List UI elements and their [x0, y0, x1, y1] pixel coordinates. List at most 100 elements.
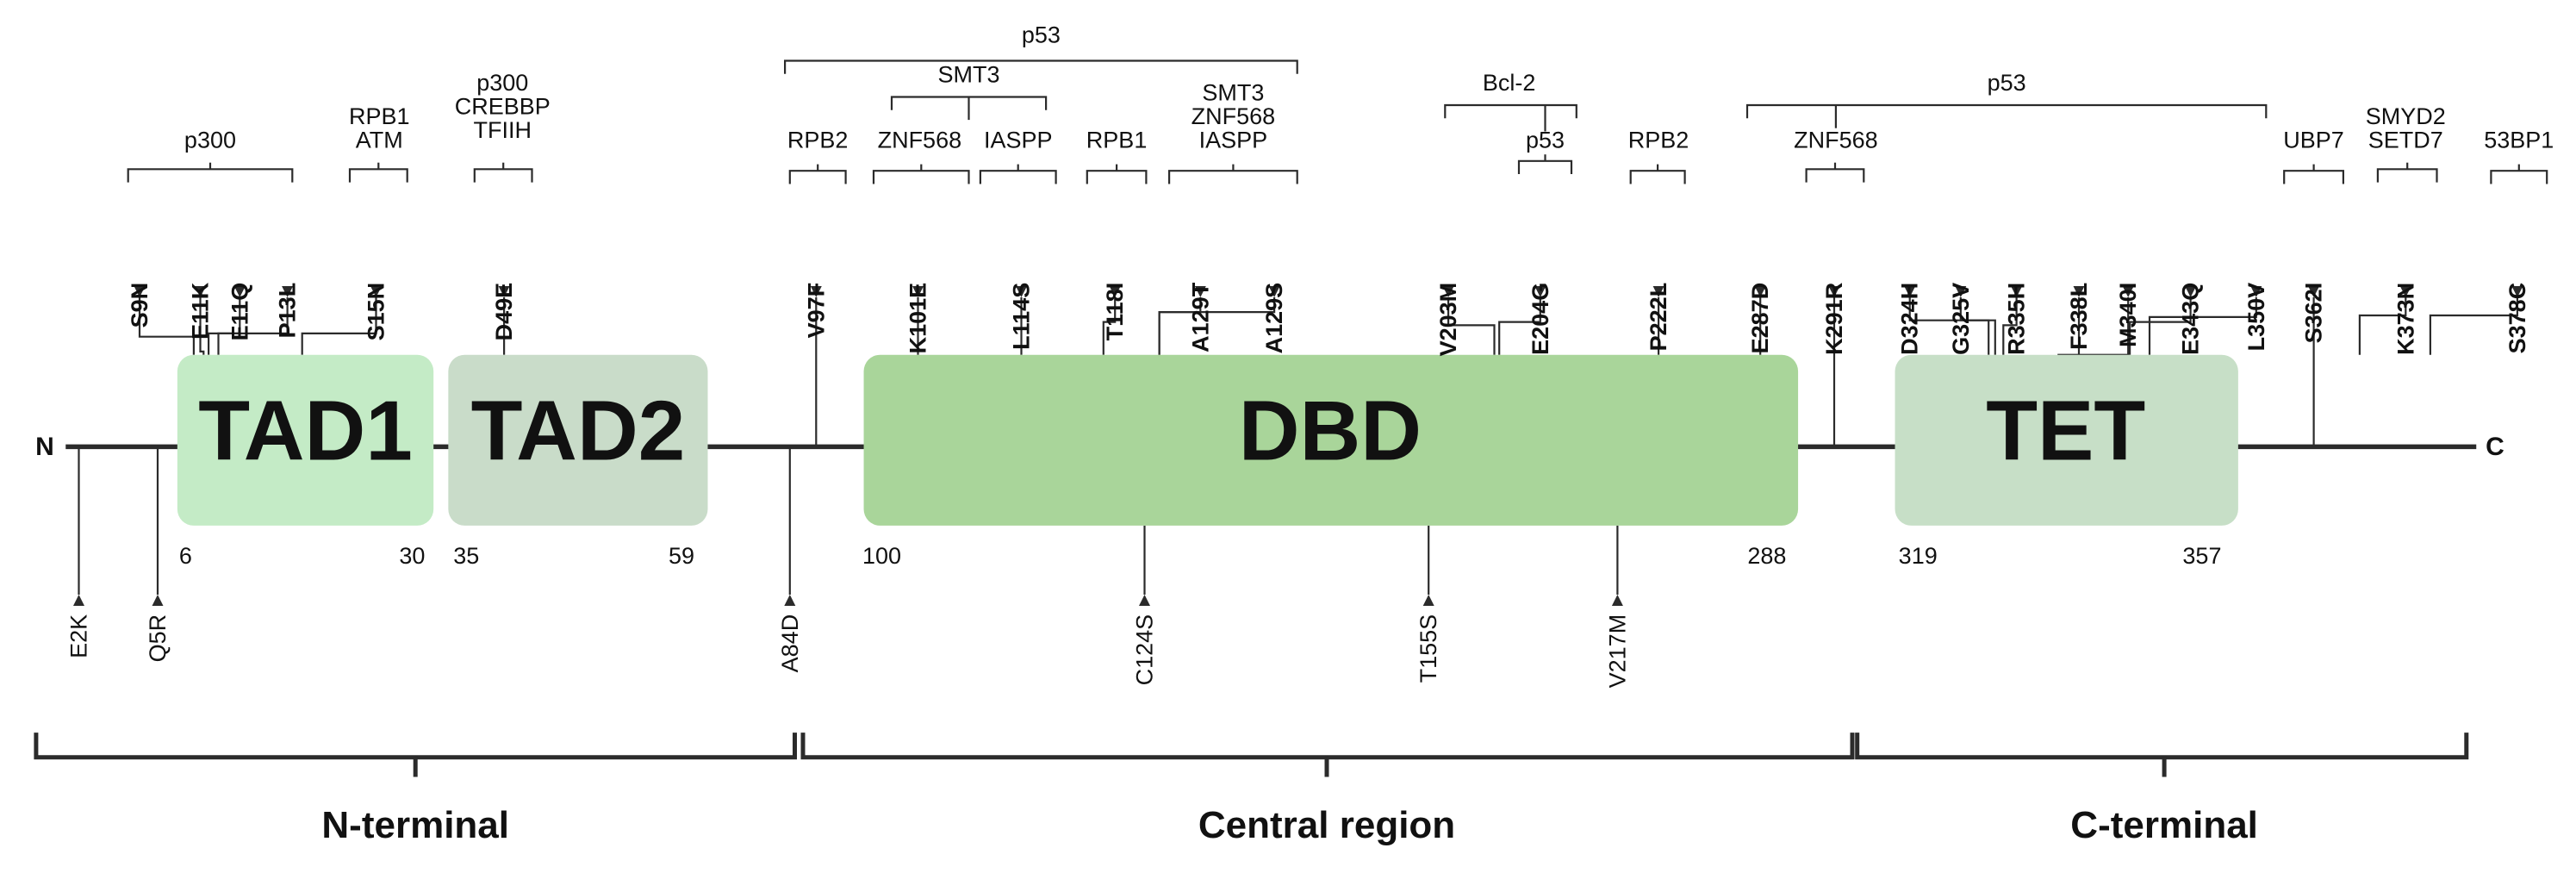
top-mutation-label: E204G: [1528, 283, 1553, 355]
53bp1-label: 53BP1: [2484, 128, 2554, 153]
tad2-domain-box: [448, 354, 708, 526]
top-mutation-leader: [1959, 297, 1996, 355]
ubp7-label: UBP7: [2283, 128, 2344, 153]
top-mutation-label: P222L: [1646, 283, 1671, 352]
znf568-b-label: ZNF568: [1794, 128, 1878, 153]
bottom-mutation-marker: [73, 595, 84, 606]
top-mutation-marker: [1754, 286, 1766, 297]
top-mutation-marker: [912, 286, 924, 297]
top-mutation-leader: [199, 297, 205, 355]
n-terminus-label: N: [35, 433, 54, 461]
rpb1-b-bracket: [1086, 170, 1148, 184]
top-mutation-label: E287D: [1747, 283, 1773, 354]
smt3-znf568-iaspp-bracket: [1167, 170, 1298, 184]
p300-a-bracket: [127, 168, 294, 183]
top-mutation-leader: [2002, 297, 2018, 355]
rpb1-b-label: RPB1: [1086, 128, 1148, 153]
dbd-start-position: 100: [862, 543, 901, 569]
bottom-mutation-marker: [1422, 595, 1434, 606]
n-terminal-label: N-terminal: [321, 804, 509, 846]
top-mutation-label: S362I: [2301, 283, 2327, 344]
bottom-mutation-marker: [1611, 595, 1623, 606]
top-mutation-leader: [2129, 297, 2192, 355]
top-mutation-label: E11Q: [227, 283, 252, 341]
p53-small-bracket: [1517, 159, 1573, 174]
top-mutation-marker: [1955, 286, 1967, 297]
top-mutation-marker: [2011, 286, 2023, 297]
c-terminal-label: C-terminal: [2070, 804, 2258, 846]
bottom-mutation-marker: [784, 595, 796, 606]
tad2-start-position: 35: [453, 543, 479, 569]
top-mutation-label: L114S: [1009, 283, 1035, 350]
top-mutation-marker: [1534, 286, 1546, 297]
top-mutation-marker: [1016, 286, 1027, 297]
ubp7-bracket: [2283, 170, 2344, 184]
rpb2-a-label: RPB2: [787, 128, 849, 153]
top-mutation-label: T118I: [1102, 283, 1128, 341]
znf568-a-bracket: [872, 170, 970, 184]
p53-top-label: p53: [1022, 22, 1061, 48]
top-mutation-marker: [1442, 286, 1454, 297]
top-mutation-marker: [1194, 286, 1206, 297]
top-mutation-marker: [2122, 286, 2134, 297]
top-mutation-label: D324H: [1897, 283, 1923, 355]
connector-lines: [78, 297, 2518, 595]
dbd-end-position: 288: [1747, 543, 1786, 569]
bottom-mutation-label: V217M: [1604, 614, 1630, 689]
top-mutation-label: A129S: [1261, 283, 1287, 354]
iaspp-a-label: IASPP: [984, 128, 1053, 153]
top-mutation-label: D49E: [491, 283, 517, 341]
smyd2-setd7-bracket: [2376, 168, 2438, 183]
bottom-mutation-marker: [152, 595, 164, 606]
rpb2-b-bracket: [1629, 170, 1686, 184]
smyd2-setd7-label: SETD7: [2368, 128, 2443, 153]
tet-start-position: 319: [1899, 543, 1938, 569]
top-mutation-label: S15N: [364, 283, 389, 341]
dbd-domain-label: DBD: [1239, 383, 1422, 478]
top-mutation-marker: [1652, 286, 1664, 297]
smt3-znf568-iaspp-label: SMT3: [1202, 79, 1264, 105]
tad1-domain-label: TAD1: [198, 383, 413, 478]
rpb1-atm-label: ATM: [356, 128, 403, 153]
tad2-end-position: 59: [669, 543, 694, 569]
bottom-mutation-label: Q5R: [145, 614, 171, 663]
smt3-znf568-iaspp-label: ZNF568: [1192, 103, 1276, 129]
top-mutation-marker: [810, 286, 822, 297]
top-mutation-leader: [2358, 297, 2407, 355]
top-mutation-marker: [1828, 286, 1840, 297]
rpb1-atm-bracket: [348, 168, 408, 183]
top-mutation-marker: [2511, 286, 2523, 297]
c-terminal-bracket: [1855, 733, 2469, 760]
top-mutation-marker: [233, 286, 246, 297]
bcl2-label: Bcl-2: [1483, 70, 1536, 96]
p300-crebbp-tfiih-label: CREBBP: [455, 93, 551, 119]
bottom-mutation-label: E2K: [66, 614, 92, 658]
smt3-a-label: SMT3: [938, 61, 1000, 87]
tad2-domain-label: TAD2: [471, 383, 686, 478]
c-terminus-label: C: [2486, 433, 2504, 461]
top-mutation-label: K373N: [2392, 283, 2418, 355]
p53-right-bracket: [1745, 103, 2268, 119]
rpb2-b-label: RPB2: [1628, 128, 1689, 153]
top-mutation-marker: [2308, 286, 2320, 297]
top-mutation-leader: [1498, 297, 1541, 355]
central-region-bracket: [800, 733, 1855, 760]
53bp1-bracket: [2490, 170, 2548, 184]
p53-right-label: p53: [1988, 70, 2026, 96]
tet-end-position: 357: [2182, 543, 2221, 569]
top-mutation-label: A129T: [1187, 282, 1213, 352]
p300-crebbp-tfiih-bracket: [473, 168, 533, 183]
top-mutation-leader: [301, 297, 377, 355]
top-mutation-label: L350V: [2243, 283, 2269, 352]
top-mutation-label: K101E: [905, 283, 931, 354]
iaspp-a-bracket: [979, 170, 1057, 184]
p300-crebbp-tfiih-label: p300: [476, 70, 528, 96]
tet-domain-box: [1895, 354, 2238, 526]
bottom-mutation-label: T155S: [1416, 614, 1441, 683]
top-mutation-label: E11K: [188, 282, 214, 340]
